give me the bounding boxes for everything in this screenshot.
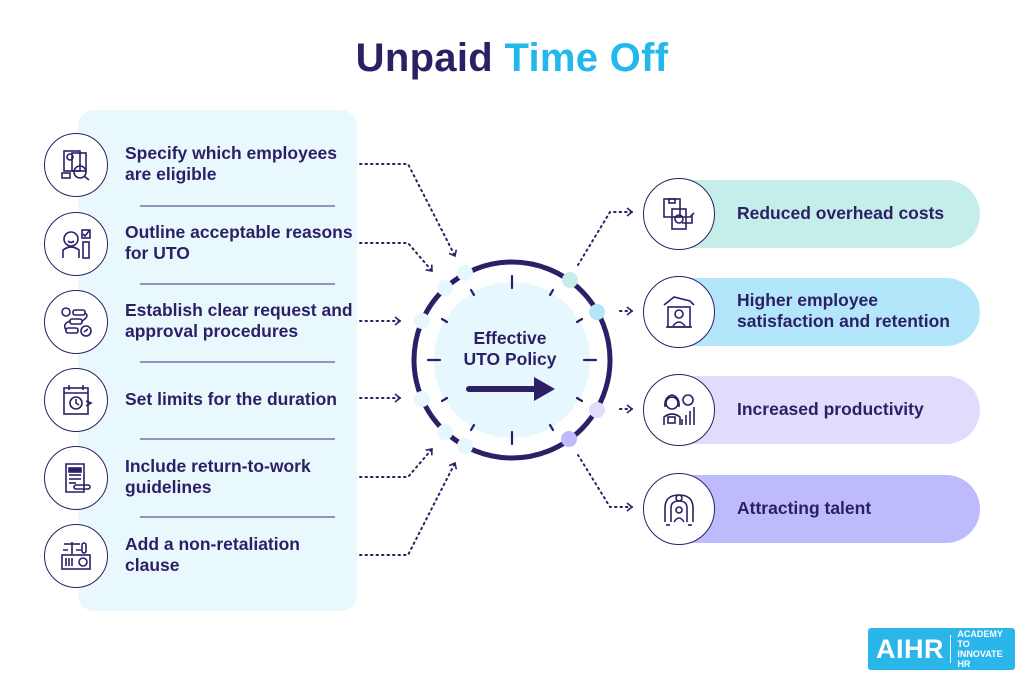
benefit-pill-2 bbox=[690, 278, 980, 346]
policy-step-label: Include return-to-work guidelines bbox=[125, 456, 311, 497]
policy-step-5: Include return-to-work guidelines bbox=[44, 446, 364, 510]
benefit-1: Reduced overhead costs bbox=[643, 178, 983, 250]
benefit-pill-3 bbox=[690, 376, 980, 444]
benefit-pill-1 bbox=[690, 180, 980, 248]
talent-magnet-icon bbox=[643, 473, 715, 545]
logo-divider bbox=[950, 635, 952, 663]
productivity-chart-icon bbox=[643, 374, 715, 446]
aihr-logo: AIHR ACADEMY TO INNOVATE HR bbox=[868, 628, 1015, 670]
benefit-label: Attracting talent bbox=[737, 497, 872, 518]
page-title: Unpaid Time Off bbox=[0, 36, 1024, 81]
benefit-3: Increased productivity bbox=[643, 374, 983, 446]
arrow-right-icon bbox=[466, 377, 555, 401]
divider bbox=[140, 516, 335, 518]
policy-step-4: Set limits for the duration bbox=[44, 368, 364, 432]
policy-step-label: Add a non-retaliation clause bbox=[125, 534, 300, 575]
policy-step-label: Set limits for the duration bbox=[125, 388, 337, 409]
divider bbox=[140, 361, 335, 363]
title-part-time-off: Time Off bbox=[504, 36, 669, 80]
center-label-line2: UTO Policy bbox=[463, 349, 557, 369]
logo-tagline: ACADEMY TO INNOVATE HR bbox=[957, 629, 1015, 669]
workflow-approval-icon bbox=[44, 290, 108, 354]
title-part-unpaid: Unpaid bbox=[355, 36, 494, 80]
document-pen-icon bbox=[44, 446, 108, 510]
center-label: Effective UTO Policy bbox=[440, 328, 580, 370]
divider bbox=[140, 283, 335, 285]
policy-steps-panel bbox=[78, 110, 357, 611]
benefit-label: Reduced overhead costs bbox=[737, 202, 945, 223]
divider bbox=[140, 438, 335, 440]
benefit-label: Higher employee satisfaction and retenti… bbox=[737, 290, 950, 331]
money-handshake-icon bbox=[643, 178, 715, 250]
logo-wordmark: AIHR bbox=[876, 633, 944, 664]
policy-step-label: Establish clear request and approval pro… bbox=[125, 300, 353, 341]
divider bbox=[140, 205, 335, 207]
benefit-4: Attracting talent bbox=[643, 473, 983, 545]
policy-step-2: Outline acceptable reasons for UTO bbox=[44, 212, 364, 276]
policy-step-3: Establish clear request and approval pro… bbox=[44, 290, 364, 354]
employee-checklist-icon bbox=[44, 212, 108, 276]
employee-documents-search-icon bbox=[44, 133, 108, 197]
center-label-line1: Effective bbox=[473, 328, 547, 348]
center-disc bbox=[434, 282, 590, 438]
scales-justice-icon bbox=[44, 524, 108, 588]
benefit-label: Increased productivity bbox=[737, 398, 924, 419]
policy-step-label: Specify which employees are eligible bbox=[125, 143, 338, 184]
employee-protection-icon bbox=[643, 276, 715, 348]
calendar-clock-icon bbox=[44, 368, 108, 432]
policy-step-6: Add a non-retaliation clause bbox=[44, 524, 364, 588]
benefit-2: Higher employee satisfaction and retenti… bbox=[643, 276, 983, 348]
policy-step-1: Specify which employees are eligible bbox=[44, 133, 364, 197]
logo-tagline-line2: INNOVATE HR bbox=[957, 649, 1003, 669]
benefit-pill-4 bbox=[690, 475, 980, 543]
policy-step-label: Outline acceptable reasons for UTO bbox=[125, 222, 353, 263]
logo-tagline-line1: ACADEMY TO bbox=[957, 629, 1003, 649]
